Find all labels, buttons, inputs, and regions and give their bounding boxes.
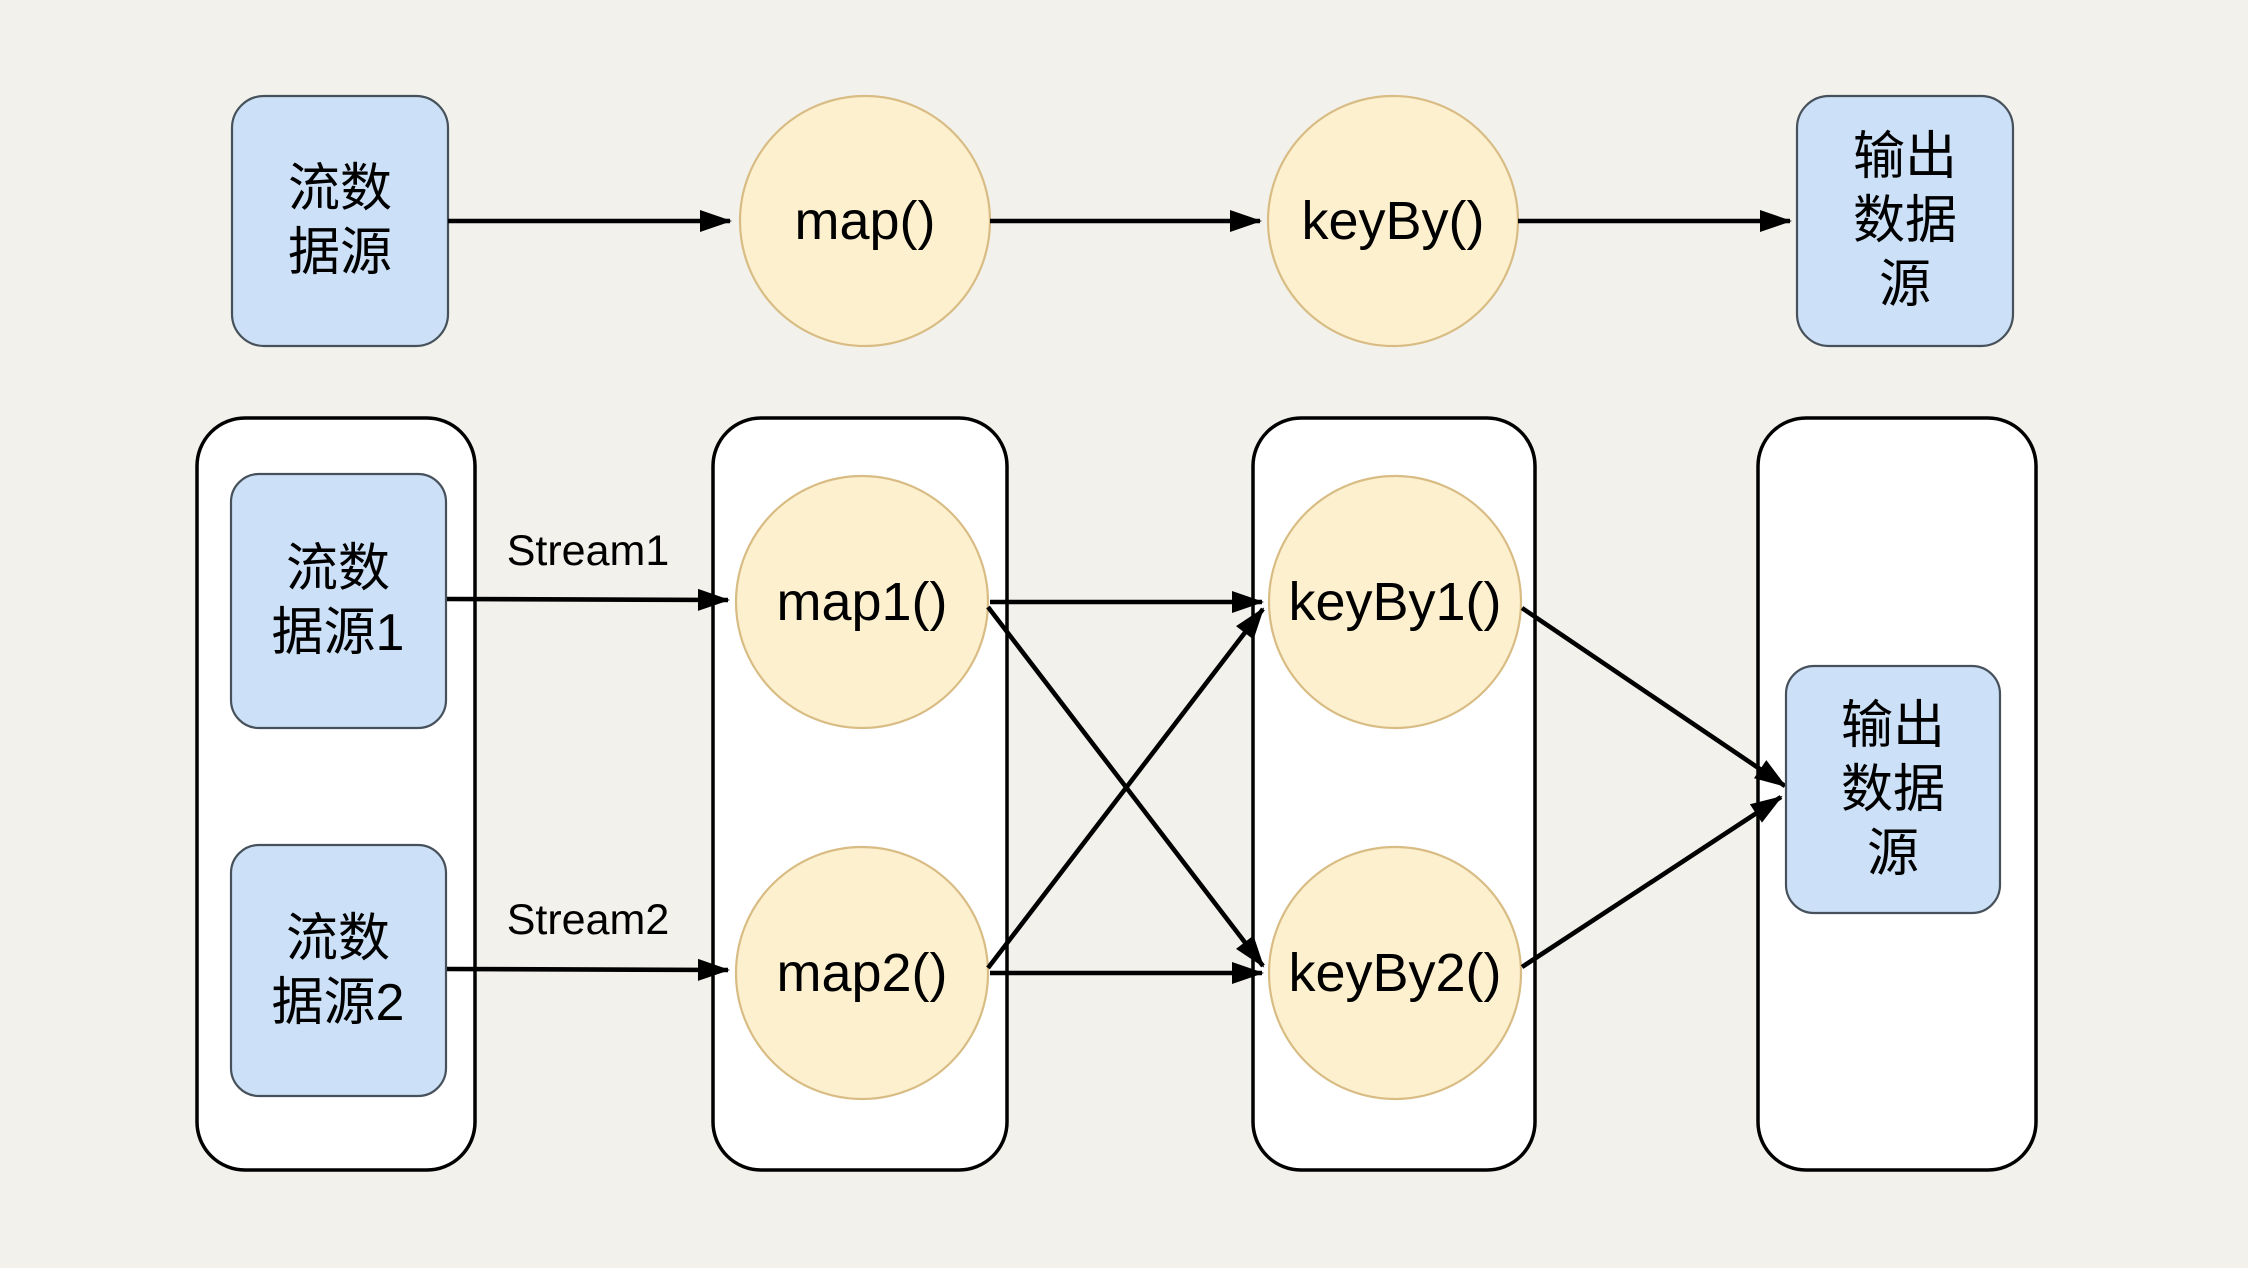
bottom-sink-box [1784,664,2002,915]
arrow-keyby1-sink [1520,606,1787,788]
source2-box [229,843,448,1098]
keyby2-circle [1267,845,1523,1101]
bottom-flow: 流数 据源1 流数 据源2 Stream1 Stream2 map1() map… [195,416,2038,1172]
arrow-source2-map2 [446,958,730,981]
bottom-sink-label-line1: 输出 [1841,697,1945,755]
top-sink-label-line1: 输出 [1853,128,1957,186]
top-keyby-label: keyBy() [1301,191,1484,251]
map1-circle [734,474,990,730]
top-sink-box [1795,94,2015,348]
source1-label-line2: 据源1 [272,604,405,662]
source1-box [229,472,448,730]
stream2-label: Stream2 [507,896,670,944]
top-flow: 流数 据源 map() keyBy() 输出 数据 源 [230,94,2015,348]
arrow-map2-keyby1 [986,607,1265,970]
keyby1-label: keyBy1() [1288,572,1501,632]
arrow-source1-map1 [446,588,730,611]
keyby1-circle [1267,474,1523,730]
top-sink-label-line3: 源 [1879,256,1931,314]
top-source-box [230,94,450,348]
map2-circle [734,845,990,1101]
source2-label-line2: 据源2 [272,974,405,1032]
keyby2-label: keyBy2() [1288,943,1501,1003]
stream1-label: Stream1 [507,527,670,575]
arrow-keyby2-sink [1520,795,1783,969]
top-sink-label-line2: 数据 [1853,192,1957,250]
top-source-label-line2: 据源 [288,224,392,282]
top-map-label: map() [794,191,935,251]
map1-label: map1() [776,572,947,632]
bottom-sink-label-line3: 源 [1867,825,1919,883]
map2-label: map2() [776,943,947,1003]
top-source-label-line1: 流数 [288,160,392,218]
bottom-sink-label-line2: 数据 [1841,761,1945,819]
source1-label-line1: 流数 [286,540,390,598]
source2-label-line1: 流数 [286,910,390,968]
